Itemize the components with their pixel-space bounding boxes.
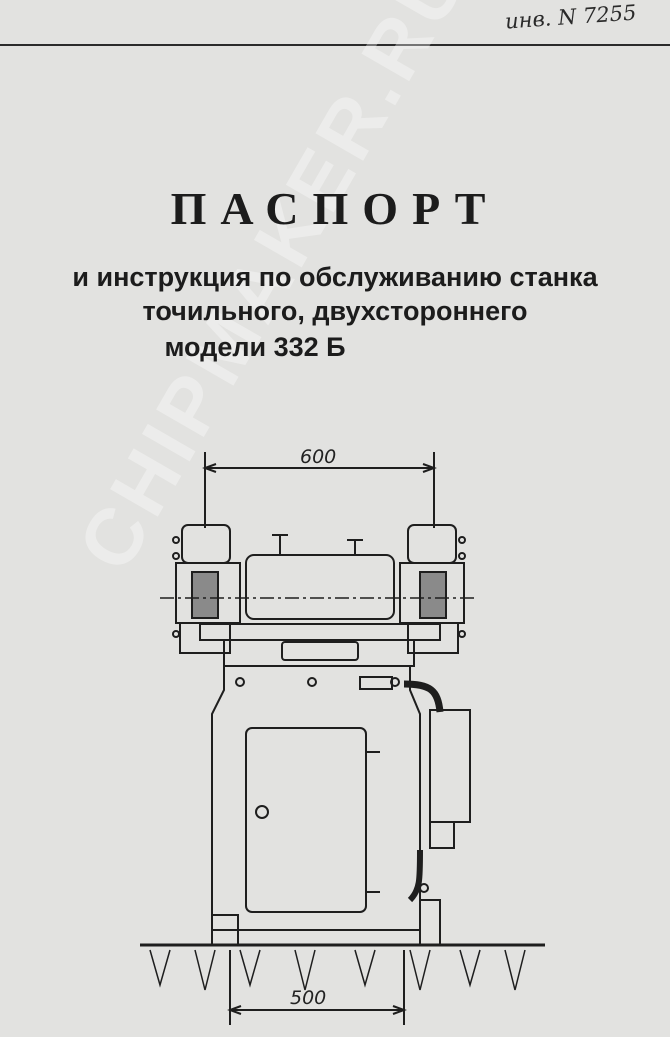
dimension-top: 600 [202, 446, 437, 528]
dimension-bottom: 500 [227, 950, 407, 1025]
document-title: ПАСПОРТ [170, 183, 500, 234]
subtitle-line-1: и инструкция по обслуживанию станка [72, 262, 598, 292]
right-wheel-guard [399, 524, 466, 654]
dimension-bottom-label: 500 [290, 987, 326, 1009]
header-rule [0, 44, 670, 46]
base-ground [140, 899, 545, 991]
subtitle-line-3: модели 332 Б [164, 332, 346, 362]
motor-housing [160, 534, 478, 620]
subtitle-line-2: точильного, двухстороннего [142, 296, 528, 326]
table-plate [199, 623, 441, 690]
dimension-top-label: 600 [300, 446, 336, 468]
pedestal [211, 666, 471, 931]
left-wheel-guard [172, 524, 241, 654]
